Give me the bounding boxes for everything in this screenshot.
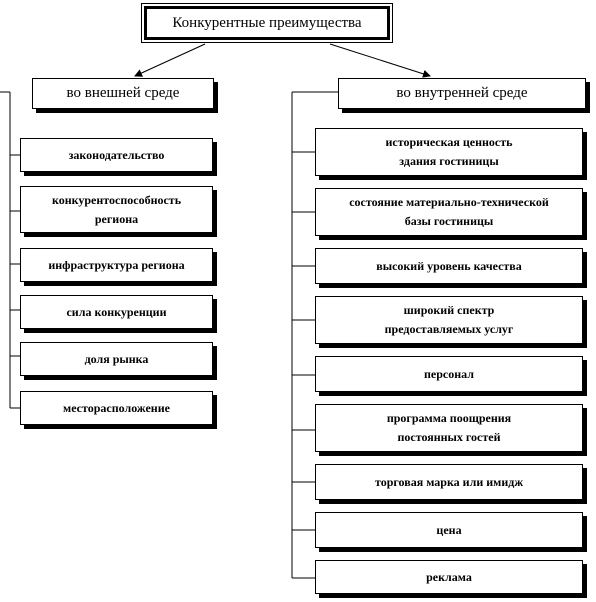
arrow-to-external: [134, 43, 206, 77]
external-item: доля рынка: [20, 342, 213, 376]
external-item: инфраструктура региона: [20, 248, 213, 282]
external-item: законодательство: [20, 138, 213, 172]
internal-item: широкий спектр предоставляемых услуг: [315, 296, 583, 344]
diagram-title: Конкурентные преимущества: [141, 3, 393, 43]
internal-item: историческая ценность здания гостиницы: [315, 128, 583, 176]
internal-item: торговая марка или имидж: [315, 464, 583, 500]
internal-item: цена: [315, 512, 583, 548]
external-item: сила конкуренции: [20, 295, 213, 329]
internal-item: высокий уровень качества: [315, 248, 583, 284]
arrow-to-internal: [329, 43, 431, 78]
external-item: месторасположение: [20, 391, 213, 425]
internal-item: реклама: [315, 560, 583, 594]
internal-item: программа поощрения постоянных гостей: [315, 404, 583, 452]
internal-item: персонал: [315, 356, 583, 392]
external-item: конкурентоспособность региона: [20, 186, 213, 233]
internal-item: состояние материально-технической базы г…: [315, 188, 583, 236]
external-group-header: во внешней среде: [32, 78, 214, 109]
internal-group-header: во внутренней среде: [338, 78, 586, 109]
